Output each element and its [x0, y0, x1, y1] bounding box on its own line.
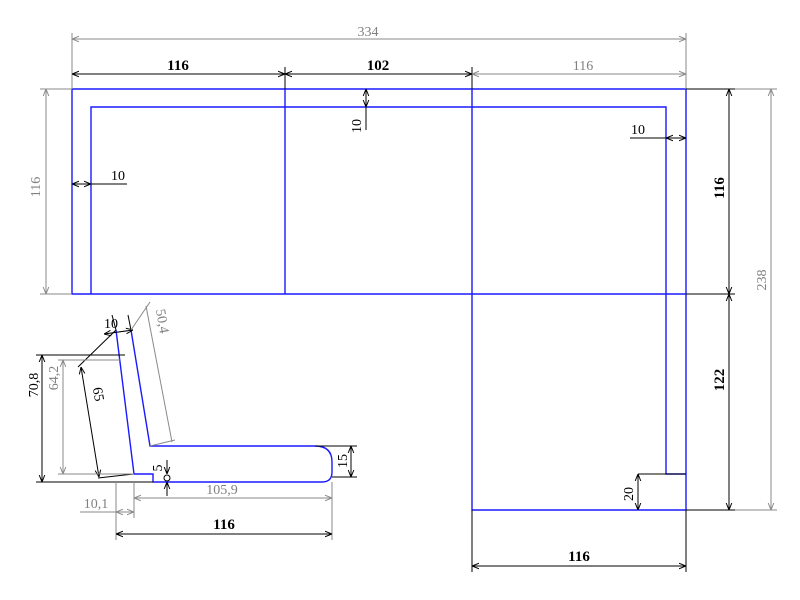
- dim-left-depth: 116: [29, 88, 72, 295]
- dim-seat-thick: 15: [315, 445, 357, 478]
- dim-left-depth-label: 116: [29, 177, 44, 197]
- dim-back-top-label: 10: [104, 317, 118, 332]
- dim-section-bottom: 10,1 105,9 116: [80, 482, 333, 540]
- dim-back-top: 10: [104, 314, 133, 334]
- dim-overall-width: 334: [71, 25, 687, 89]
- section-profile: [115, 329, 333, 483]
- dim-left-arm: 10: [72, 169, 127, 184]
- dim-height-outer-label: 70,8: [27, 373, 42, 398]
- dim-gap-label: 5: [151, 465, 166, 472]
- plan-outline: [71, 88, 687, 511]
- dim-right-lower-label: 122: [712, 369, 728, 392]
- dim-back-length-label: 50,4: [152, 308, 171, 335]
- dim-left-arm-label: 10: [111, 169, 125, 184]
- dim-seat-right-label: 116: [573, 59, 593, 74]
- dim-foot-label: 20: [622, 487, 637, 501]
- dim-bottom-width-label: 116: [568, 549, 590, 565]
- section-outline: [115, 329, 333, 483]
- dim-gap: 5: [151, 460, 171, 496]
- dim-right-overall-label: 238: [755, 270, 770, 291]
- dim-bottom-width: 116: [471, 510, 687, 572]
- dim-seat-inner-label: 105,9: [206, 483, 238, 498]
- dim-section-total-label: 116: [213, 517, 235, 533]
- dim-right-side: 116 122 238: [686, 88, 777, 511]
- dim-side-thickness-label: 10: [631, 123, 645, 138]
- dim-side-thickness: 10: [630, 123, 686, 138]
- dim-seat-left-label: 116: [167, 58, 189, 74]
- dim-right-upper-label: 116: [712, 177, 728, 199]
- dim-foot: 20: [622, 473, 686, 510]
- dim-back-length: 50,4: [130, 301, 176, 447]
- dim-overall-width-label: 334: [358, 25, 379, 40]
- dim-seat-row: 116 102 116: [72, 58, 686, 89]
- dim-seat-middle-label: 102: [367, 58, 390, 74]
- plan-inner-backrest-line: [90, 106, 686, 475]
- dim-offset-label: 10,1: [84, 497, 109, 512]
- dim-back-inner: 65: [77, 329, 135, 479]
- dim-back-thickness-label: 10: [350, 119, 365, 133]
- plan-outer-outline: [71, 88, 687, 511]
- dim-seat-thick-label: 15: [336, 454, 351, 468]
- dim-back-thickness: 10: [350, 89, 366, 133]
- dim-heights: 70,8 64,2: [27, 354, 153, 483]
- dim-back-inner-label: 65: [89, 386, 106, 402]
- dim-height-inner-label: 64,2: [47, 366, 62, 391]
